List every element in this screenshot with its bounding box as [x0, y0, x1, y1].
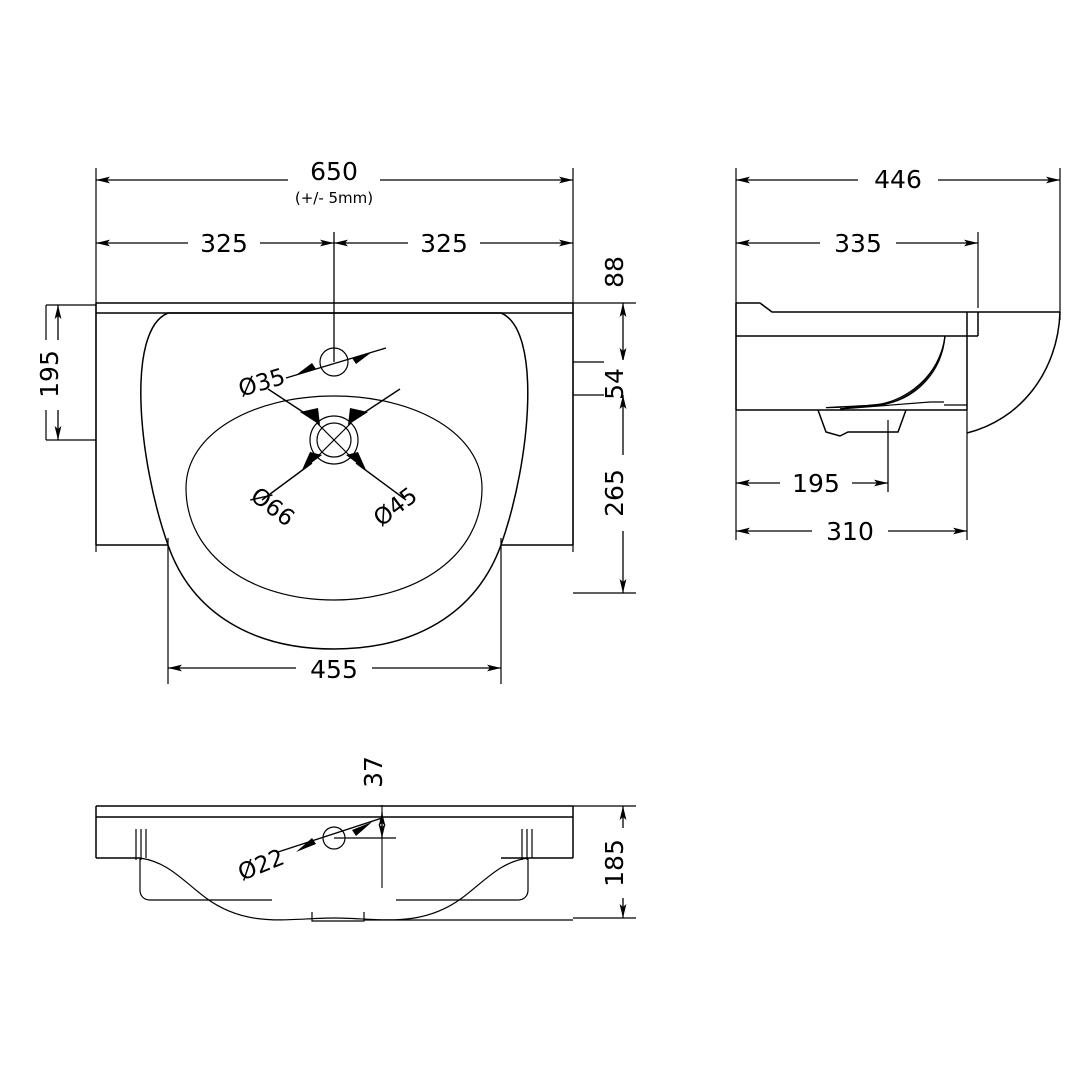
dim-back-rim-depth-88: 88 — [600, 248, 638, 362]
plan-extension-lines — [45, 168, 636, 684]
dim-650-value: 650 — [310, 157, 358, 186]
dim-side-waste-195: 195 — [736, 468, 888, 498]
leader-dia-22: Ø22 — [235, 817, 383, 887]
dim-depth-to-centre-195: 195 — [35, 305, 66, 440]
dim-bowl-width-455: 455 — [168, 652, 501, 684]
dim-half-width-left-325: 325 — [96, 228, 334, 258]
leader-dia-35: Ø35 — [236, 347, 387, 403]
dim-335-value: 335 — [834, 229, 882, 258]
dim-overflow-drop-37: 37 — [334, 748, 398, 888]
dim-54-value: 54 — [600, 368, 629, 400]
dim-dia-22-value: Ø22 — [235, 845, 289, 887]
front-basin-outline — [95, 805, 574, 922]
front-elevation-view: 185 — [95, 748, 638, 922]
dim-37-value: 37 — [359, 756, 388, 788]
dim-195-value: 195 — [35, 350, 64, 398]
dim-446-value: 446 — [874, 165, 922, 194]
leader-dia-66: Ø66 — [245, 452, 322, 532]
dim-bowl-depth-265: 265 — [600, 395, 638, 593]
leader-dia-45: Ø45 — [346, 452, 423, 532]
dim-325-left-value: 325 — [200, 229, 248, 258]
dim-side-depth-335: 335 — [736, 228, 978, 258]
front-right-ticks — [521, 829, 533, 860]
dim-325-right-value: 325 — [420, 229, 468, 258]
dim-455-value: 455 — [310, 655, 358, 684]
leader-dia-45-upper-arm — [348, 388, 401, 425]
dim-650-tolerance: (+/- 5mm) — [295, 189, 373, 207]
tap-hole-circle — [319, 347, 349, 377]
waste-outlet — [309, 415, 359, 465]
dim-dia-45-value: Ø45 — [369, 483, 422, 532]
dim-185-value: 185 — [600, 839, 629, 887]
dim-88-value: 88 — [600, 256, 629, 288]
dim-tap-hole-offset-54: 54 — [600, 360, 638, 408]
dim-half-width-right-325: 325 — [334, 228, 573, 258]
front-left-ticks — [135, 829, 147, 860]
plan-view: 650 (+/- 5mm) 325 325 195 88 — [35, 156, 638, 684]
leader-dia-66-upper-arm — [267, 388, 320, 425]
dim-side-depth-446: 446 — [736, 164, 1060, 196]
side-basin-profile — [735, 302, 1061, 492]
dim-front-height-185: 185 — [600, 806, 638, 918]
dim-side-front-310: 310 — [736, 516, 967, 546]
dim-195-side-value: 195 — [792, 469, 840, 498]
side-view: 446 335 195 310 — [735, 164, 1061, 546]
dim-overall-width-650: 650 (+/- 5mm) — [96, 156, 573, 207]
dim-dia-66-value: Ø66 — [245, 483, 298, 532]
plan-bowl-ellipse — [185, 395, 483, 601]
dim-265-value: 265 — [600, 469, 629, 517]
dim-310-value: 310 — [826, 517, 874, 546]
